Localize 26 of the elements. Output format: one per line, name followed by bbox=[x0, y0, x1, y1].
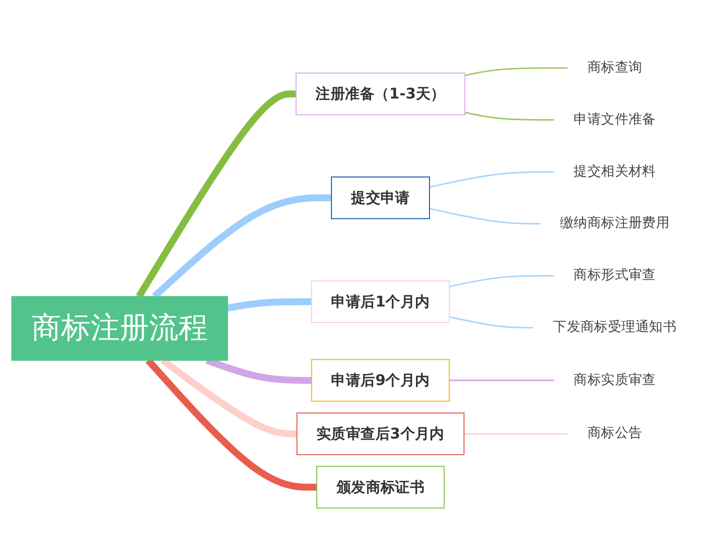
node-box: 颁发商标证书 bbox=[316, 466, 444, 509]
node-text: 商标形式审查 bbox=[573, 267, 656, 284]
connector bbox=[464, 67, 568, 76]
node-box: 申请后9个月内 bbox=[310, 359, 450, 402]
node-box: 申请后1个月内 bbox=[310, 280, 450, 324]
node-box: 商标注册流程 bbox=[10, 296, 228, 361]
node-text: 申请文件准备 bbox=[573, 112, 656, 128]
connector bbox=[428, 171, 554, 188]
connector bbox=[448, 380, 554, 382]
node-text: 下发商标受理通知书 bbox=[552, 319, 676, 336]
node-text: 商标公告 bbox=[586, 426, 642, 442]
connector bbox=[226, 298, 312, 312]
connector bbox=[464, 433, 568, 435]
connector bbox=[428, 208, 540, 225]
node-text: 商标查询 bbox=[586, 60, 642, 76]
connector bbox=[464, 112, 554, 121]
node-box: 实质审查后3个月内 bbox=[296, 412, 464, 456]
node-text: 提交相关材料 bbox=[573, 164, 656, 180]
connector bbox=[448, 316, 533, 328]
connector bbox=[145, 358, 316, 491]
node-text: 商标实质审查 bbox=[573, 372, 656, 388]
connector bbox=[136, 90, 296, 298]
node-box: 注册准备（1-3天） bbox=[295, 72, 465, 116]
connector bbox=[448, 275, 554, 288]
node-box: 提交申请 bbox=[330, 176, 430, 220]
node-text: 缴纳商标注册费用 bbox=[559, 216, 670, 232]
